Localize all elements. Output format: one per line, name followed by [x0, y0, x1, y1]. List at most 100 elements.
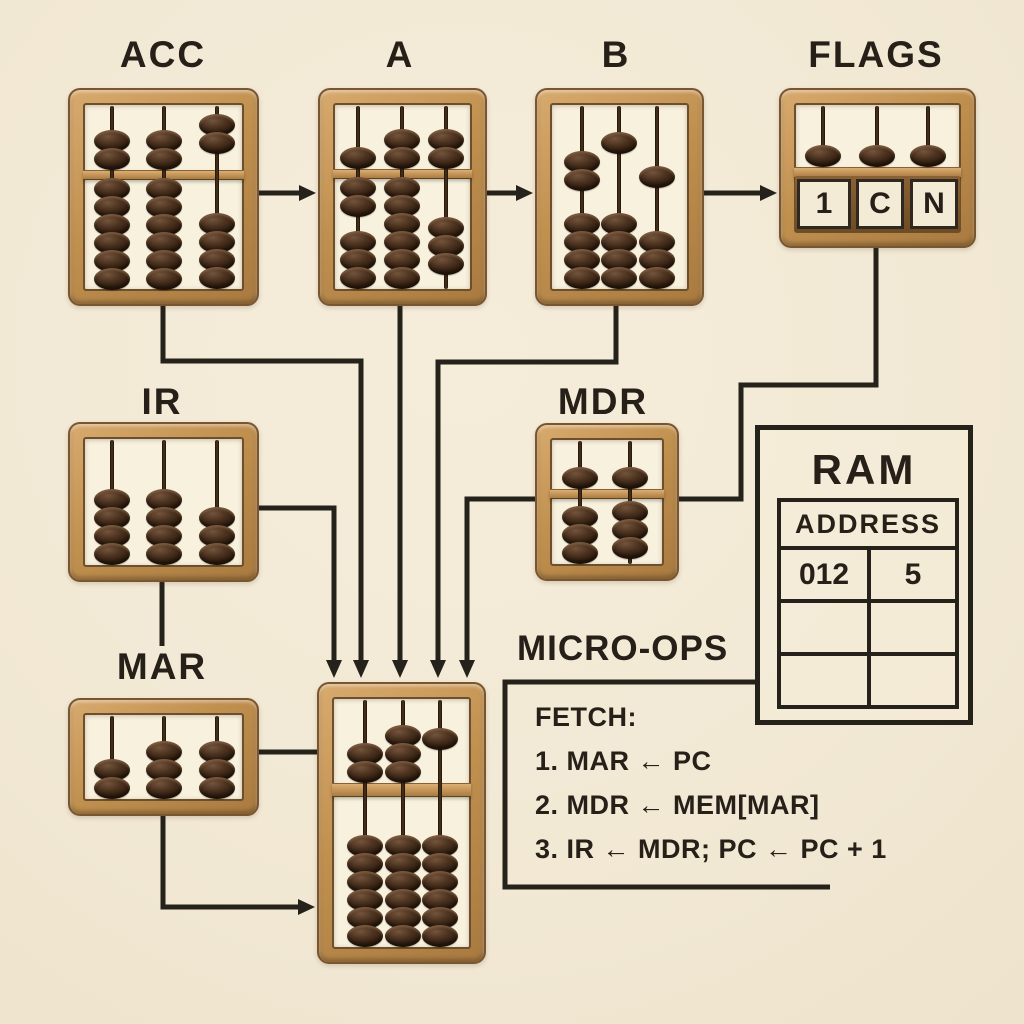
- wire-acc-to-alu: [160, 302, 364, 662]
- bead: [199, 267, 235, 289]
- bead: [146, 489, 182, 511]
- abacus-rod: [215, 106, 219, 289]
- bead: [94, 777, 130, 799]
- bead: [562, 542, 598, 564]
- bead: [94, 148, 130, 170]
- arrowhead-b-to-alu: [430, 660, 446, 678]
- bead: [94, 232, 130, 254]
- bead: [422, 871, 458, 893]
- bead: [347, 907, 383, 929]
- abacus-rod: [926, 106, 930, 167]
- flag-cell-1: 1: [797, 179, 851, 229]
- bead: [385, 725, 421, 747]
- bead: [340, 231, 376, 253]
- bead: [639, 166, 675, 188]
- bead: [428, 129, 464, 151]
- abacus-rod: [401, 700, 405, 947]
- register-label-b: B: [601, 34, 631, 75]
- bead: [428, 253, 464, 275]
- bead: [347, 743, 383, 765]
- bead: [347, 835, 383, 857]
- bead: [384, 195, 420, 217]
- bead: [639, 267, 675, 289]
- bead: [94, 196, 130, 218]
- bead: [146, 214, 182, 236]
- bead: [146, 759, 182, 781]
- abacus-rod: [580, 106, 584, 289]
- ram-table-row: [781, 603, 955, 656]
- bead: [601, 132, 637, 154]
- abacus-rod: [215, 440, 219, 565]
- bead: [199, 507, 235, 529]
- bead: [199, 249, 235, 271]
- bead: [94, 214, 130, 236]
- bead: [146, 196, 182, 218]
- bead: [146, 232, 182, 254]
- micro-op-line: 2. MDR ← MEM[MAR]: [535, 790, 820, 820]
- register-ir-abacus: [68, 422, 259, 582]
- bead: [340, 177, 376, 199]
- register-b-abacus: [535, 88, 704, 306]
- bead: [384, 213, 420, 235]
- bead: [564, 169, 600, 191]
- bead: [199, 525, 235, 547]
- bead: [612, 467, 648, 489]
- bead: [384, 231, 420, 253]
- bead: [94, 178, 130, 200]
- bead: [385, 871, 421, 893]
- bead: [422, 907, 458, 929]
- bead: [428, 235, 464, 257]
- wire-mar-to-alu-bottom: [160, 812, 299, 910]
- wire-flags-to-mdr: [675, 242, 879, 502]
- bead: [94, 250, 130, 272]
- abacus-rod: [110, 716, 114, 799]
- bead: [146, 268, 182, 290]
- bead: [199, 231, 235, 253]
- arrowhead-a-to-b: [516, 185, 533, 201]
- abacus-rod: [363, 700, 367, 947]
- bead: [564, 213, 600, 235]
- bead: [94, 525, 130, 547]
- bead: [805, 145, 841, 167]
- bead: [199, 114, 235, 136]
- bead: [347, 853, 383, 875]
- register-a-abacus: [318, 88, 487, 306]
- register-alu-abacus: [317, 682, 486, 964]
- ram-address-cell: 012: [781, 550, 871, 599]
- bead: [562, 506, 598, 528]
- bead: [340, 195, 376, 217]
- bead: [146, 130, 182, 152]
- bead: [428, 147, 464, 169]
- bead: [564, 249, 600, 271]
- abacus-crossbar: [550, 489, 664, 499]
- bead: [859, 145, 895, 167]
- bead: [612, 519, 648, 541]
- bead: [385, 761, 421, 783]
- abacus-rod: [617, 106, 621, 289]
- bead: [199, 759, 235, 781]
- bead: [612, 537, 648, 559]
- register-label-mar: MAR: [116, 646, 208, 687]
- bead: [384, 147, 420, 169]
- bead: [146, 525, 182, 547]
- arrowhead-mar-to-alu: [298, 899, 315, 915]
- register-mar-abacus: [68, 698, 259, 816]
- bead: [340, 249, 376, 271]
- bead: [562, 524, 598, 546]
- ram-address-cell: [781, 603, 871, 652]
- bead: [384, 267, 420, 289]
- bead: [385, 835, 421, 857]
- bead: [199, 741, 235, 763]
- bead: [564, 267, 600, 289]
- bead: [612, 501, 648, 523]
- bead: [347, 871, 383, 893]
- bead: [384, 129, 420, 151]
- bead: [385, 925, 421, 947]
- wire-ir-to-alu: [255, 505, 337, 662]
- abacus-rod: [438, 700, 442, 947]
